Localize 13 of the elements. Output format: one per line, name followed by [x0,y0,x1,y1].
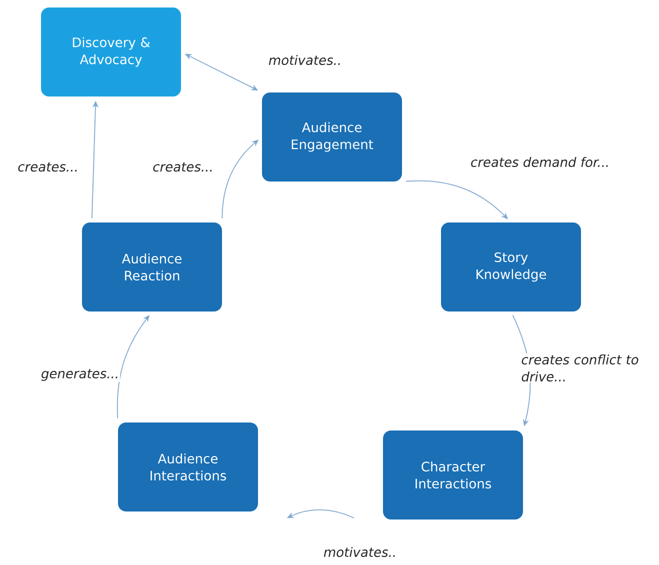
process-box: Audience Interactions [118,422,258,512]
process-box: Story Knowledge [441,222,581,312]
process-box: Audience Reaction [82,222,222,312]
process-box: Character Interactions [383,430,523,520]
process-box: Discovery & Advocacy [41,8,181,96]
edge-label: motivates.. [267,54,343,66]
edge-label: creates... [152,161,214,173]
edge-label: creates demand for... [469,156,611,168]
edge-label: creates conflict to drive... [520,353,640,383]
process-box: Audience Engagement [262,92,402,182]
edge-label: generates... [40,368,120,382]
edge-label: motivates.. [322,546,398,558]
edge-label: creates... [16,161,80,173]
